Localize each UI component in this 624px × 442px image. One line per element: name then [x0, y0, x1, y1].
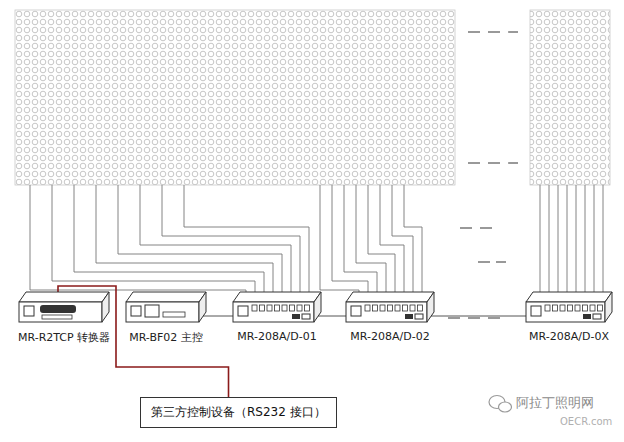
device-icon	[18, 290, 110, 326]
device-icon	[232, 290, 322, 326]
third-party-box: 第三方控制设备（RS232 接口）	[140, 397, 337, 428]
device-label: MR-208A/D-0X	[525, 330, 613, 343]
controller-device: MR-208A/D-01	[232, 290, 322, 343]
wechat-icon	[489, 396, 512, 413]
led-matrix	[530, 10, 610, 185]
watermark: OECR.com	[560, 416, 612, 427]
device-icon	[525, 290, 613, 326]
device-label: MR-208A/D-02	[345, 330, 435, 343]
continuation-dashes	[448, 32, 518, 318]
controller-device: MR-208A/D-0X	[525, 290, 613, 343]
watermark: 阿拉丁照明网	[516, 394, 594, 412]
connector-line	[431, 316, 526, 317]
controller-device: MR-BF02 主控	[125, 290, 207, 345]
device-icon	[345, 290, 435, 326]
device-label: MR-R2TCP 转换器	[18, 330, 110, 345]
controller-device: MR-R2TCP 转换器	[18, 290, 110, 345]
controller-device: MR-208A/D-02	[345, 290, 435, 343]
led-matrix	[15, 10, 455, 185]
connector-line	[203, 316, 233, 317]
device-icon	[125, 290, 207, 326]
box-label: 第三方控制设备（RS232 接口）	[151, 404, 326, 421]
device-label: MR-208A/D-01	[232, 330, 322, 343]
device-label: MR-BF02 主控	[125, 330, 207, 345]
connector-line	[318, 316, 346, 317]
